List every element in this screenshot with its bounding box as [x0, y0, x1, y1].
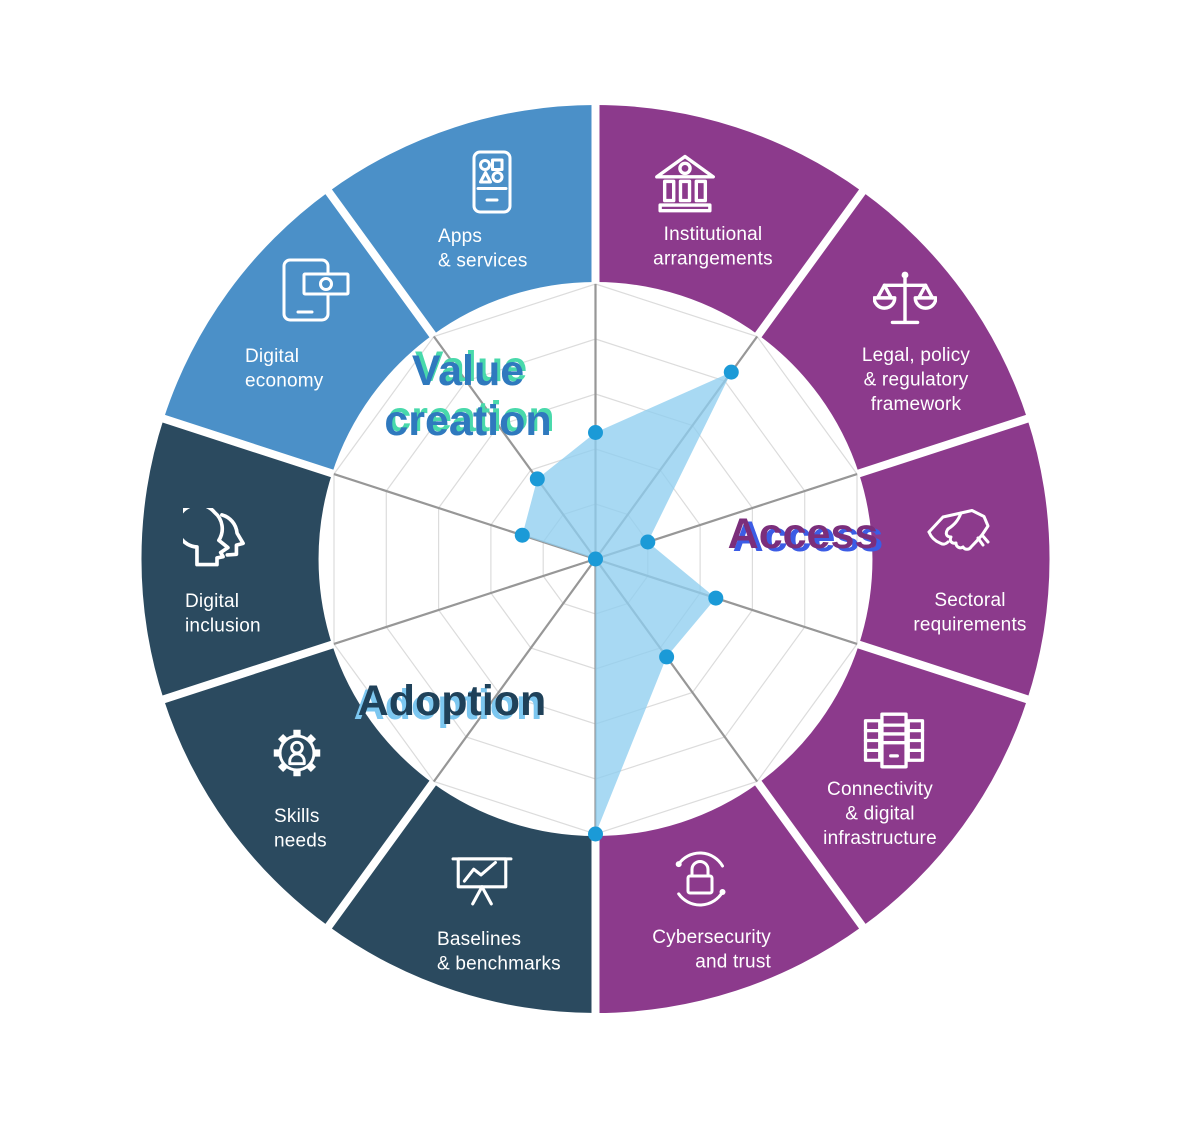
radar-data-point: [588, 425, 603, 440]
radar-chart: [333, 283, 858, 842]
gear-person-icon: [274, 730, 321, 777]
radar-data-point: [640, 534, 656, 550]
segment-divider: [324, 187, 440, 343]
segment-divider: [160, 638, 339, 704]
radar-data-point: [708, 590, 724, 606]
radar-data-point: [588, 551, 603, 567]
group-label-access-shadow: Access: [733, 513, 884, 561]
segment-sectoral-requirements: [858, 418, 1050, 700]
segment-divider: [852, 638, 1031, 704]
segment-skills-needs: [163, 644, 433, 927]
segment-connectivity-digital-infrastructure: [758, 644, 1028, 927]
segment-divider: [160, 414, 339, 480]
segment-digital-economy: [163, 191, 433, 474]
segment-divider: [852, 414, 1031, 480]
segment-label-baselines-benchmarks: Baselines& benchmarks: [437, 929, 561, 975]
radar-axis: [333, 557, 596, 646]
segment-digital-inclusion: [141, 418, 333, 700]
radar-data-point: [659, 649, 675, 665]
segment-label-apps-services: Apps& services: [438, 226, 528, 272]
segment-legal-policy-regulatory-framework: [758, 191, 1028, 474]
radar-axis: [432, 558, 597, 783]
radar-data-polygon: [522, 372, 732, 834]
radar-data-point: [529, 471, 545, 487]
segment-divider: [751, 187, 867, 343]
group-label-adoption: Adoption: [358, 677, 547, 725]
segment-divider: [751, 775, 867, 931]
radar-axis: [333, 472, 596, 561]
radar-data-point: [588, 826, 603, 842]
group-label-adoption-shadow: Adoption: [354, 681, 543, 729]
segment-divider: [324, 775, 440, 931]
radar-data-point: [514, 527, 530, 543]
radar-data-point: [723, 364, 739, 380]
group-label-access: Access: [728, 510, 879, 558]
segment-ring: [141, 103, 1050, 1015]
